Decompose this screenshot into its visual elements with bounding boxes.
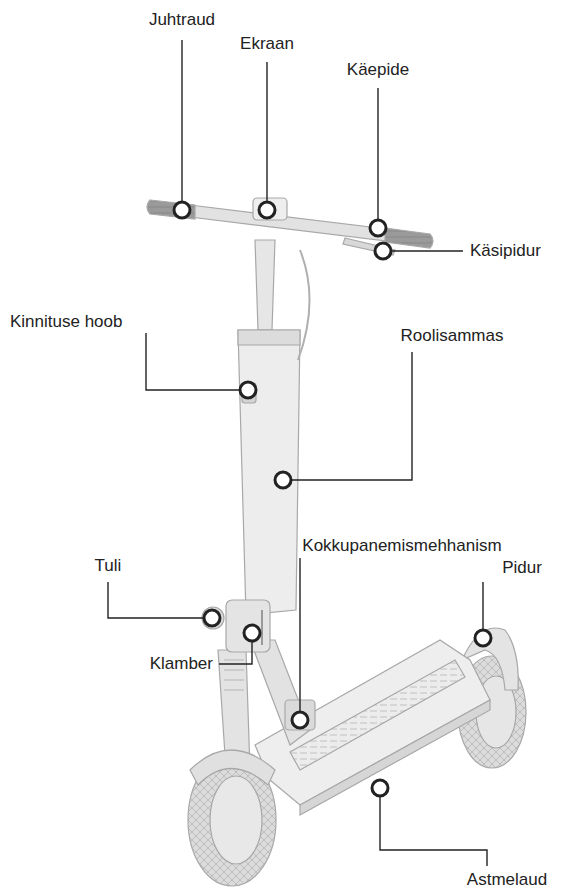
leader-lines [108,40,487,866]
part-label: Klamber [150,654,213,674]
part-label: Astmelaud [467,870,547,890]
part-label: Juhtraud [149,10,215,30]
part-label: Käepide [347,60,409,80]
part-label: Kinnituse hoob [10,312,122,332]
part-label: Tuli [95,556,122,576]
callout-dots [174,202,491,796]
part-label: Käsipidur [470,241,541,261]
part-label: Kokkupanemismehhanism [302,536,501,556]
part-label: Pidur [502,558,542,578]
part-label: Roolisammas [401,326,504,346]
part-label: Ekraan [240,34,294,54]
scooter [147,198,526,886]
